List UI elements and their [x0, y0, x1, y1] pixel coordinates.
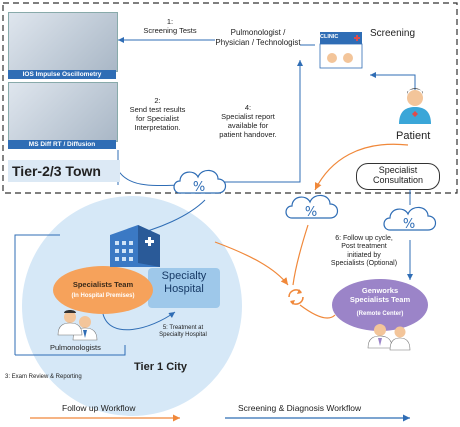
- cloud-percent-icon: %: [285, 194, 339, 220]
- arrow-followup-genworks: [299, 304, 336, 319]
- technologist-label: Pulmonologist / Physician / Technologist: [215, 28, 301, 47]
- photo1-caption: IOS Impulse Oscillometry: [8, 70, 116, 79]
- specialty-hospital-box: [148, 268, 220, 308]
- step-1-text: 1: Screening Tests: [143, 17, 197, 35]
- tier1-label: Tier 1 City: [134, 361, 187, 373]
- svg-text:%: %: [193, 180, 205, 195]
- arrow-step-3: [14, 234, 60, 355]
- genworks-team-label: Genworks Specialists Team: [349, 286, 411, 304]
- legend-followup-label: Follow up Workflow: [62, 403, 136, 413]
- remote-center-label: (Remote Center): [356, 311, 404, 317]
- cycle-arrows-icon: [288, 289, 304, 305]
- legend-screening-label: Screening & Diagnosis Workflow: [238, 403, 362, 413]
- genworks-team-ellipse: [332, 279, 428, 331]
- specialists-team-label: Specialists Team: [72, 280, 134, 289]
- doctor-icon: [389, 326, 411, 351]
- specialty-hospital-label: Specialty Hospital: [161, 270, 207, 295]
- diffusion-photo: [8, 82, 118, 142]
- specialists-team-ellipse: [53, 266, 153, 314]
- step-5-text: 5: Treatment at Specialty Hospital: [159, 325, 207, 339]
- in-hospital-label: (In Hospital Premises): [71, 293, 135, 299]
- doctor-icon: [57, 310, 83, 336]
- arrow-followup-hospital: [214, 241, 289, 286]
- arrow-step-3b: [15, 345, 126, 356]
- step-2-text: 2: Send test results for Specialist Inte…: [129, 96, 186, 132]
- doctor-icon: [72, 316, 98, 341]
- cloud-percent-icon: %: [383, 206, 437, 232]
- arrow-followup-patient: [314, 143, 409, 191]
- cloud-percent-icon: %: [173, 169, 227, 195]
- arrow-followup-down: [292, 224, 309, 286]
- arrow-step-4: [215, 60, 303, 183]
- specialist-consultation-pill: Specialist Consultation: [356, 163, 440, 190]
- arrow-step-5: [102, 311, 176, 331]
- svg-text:%: %: [403, 217, 415, 232]
- tier23-label: Tier-2/3 Town: [8, 160, 120, 182]
- clinic-icon: [319, 32, 363, 69]
- screening-label: Screening: [370, 28, 416, 39]
- tier23-dashed-box: [2, 2, 458, 194]
- step-6-text: 6: Follow up cycle, Post treatment initi…: [330, 235, 398, 268]
- pulmonologists-label: Pulmonologists: [50, 343, 101, 352]
- patient-label: Patient: [396, 130, 431, 142]
- patient-icon: [399, 88, 431, 124]
- svg-text:%: %: [305, 205, 317, 220]
- photo2-caption: MS Diff RT / Diffusion: [8, 140, 116, 149]
- step-4-text: 4: Specialist report available for patie…: [219, 103, 277, 139]
- oscillometry-photo: [8, 12, 118, 72]
- hospital-building-icon: [110, 225, 160, 267]
- step-3-text: 3: Exam Review & Reporting: [5, 374, 82, 380]
- clinic-label: CLINIC: [320, 34, 339, 40]
